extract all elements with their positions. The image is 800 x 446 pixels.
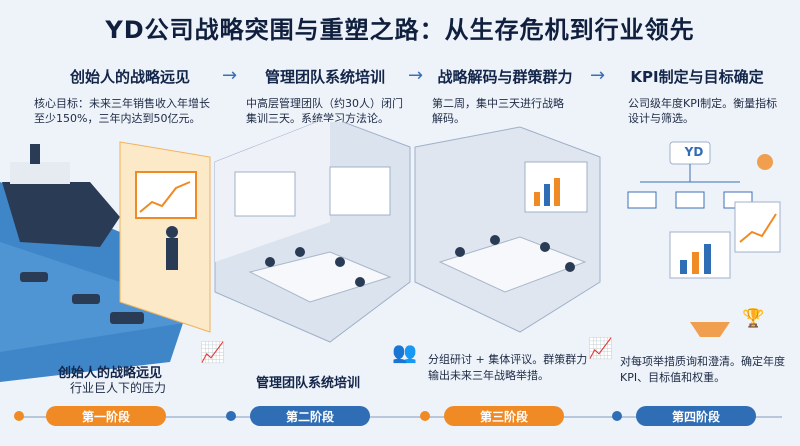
- team-icon: 👥: [392, 340, 417, 364]
- training-room: [214, 122, 411, 343]
- trophy-icon: 🏆: [742, 308, 765, 329]
- step-2-header: 管理团队系统培训: [264, 67, 385, 86]
- timeline-dot: [14, 411, 24, 421]
- ship-icon: [2, 182, 120, 247]
- growth-chart-icon: 📈: [200, 340, 225, 364]
- step-4-description: 公司级年度KPI制定。衡量指标设计与筛选。: [628, 97, 778, 125]
- arrow-right-icon: →: [408, 65, 424, 86]
- step-3-description: 第二周，集中三天进行战略解码。: [432, 97, 564, 125]
- page-title: YD公司战略突围与重塑之路：从生存危机到行业领先: [105, 16, 695, 44]
- illustration: [0, 122, 781, 382]
- stage-3-badge: 第三阶段: [444, 406, 564, 426]
- kpi-board: [627, 141, 781, 337]
- timeline-line: [18, 416, 782, 418]
- decoding-room: [414, 126, 601, 333]
- step-4-header: KPI制定与目标确定: [630, 67, 764, 86]
- step-1-description: 核心目标：未来三年销售收入年增长至少150%，三年内达到50亿元。: [34, 97, 210, 125]
- step-1-header: 创始人的战略远见: [69, 67, 190, 86]
- ship-scene: [0, 144, 200, 382]
- arrow-right-icon: →: [590, 65, 606, 86]
- arrow-right-icon: →: [222, 65, 238, 86]
- timeline-dot: [226, 411, 236, 421]
- yd-logo: YD: [684, 145, 704, 159]
- timeline-dot: [612, 411, 622, 421]
- step-3-header: 战略解码与群策群力: [437, 67, 573, 86]
- stage-2-badge: 第二阶段: [250, 406, 370, 426]
- caption-4-subtitle: 对每项举措质询和澄清。确定年度KPI、目标值和权重。: [620, 355, 785, 384]
- step-2-description: 中高层管理团队（约30人）闭门集训三天。系统学习方法论。: [246, 97, 403, 125]
- caption-1-title: 创始人的战略远见: [58, 366, 163, 381]
- caption-2-title: 管理团队系统培训: [256, 376, 361, 391]
- caption-1-subtitle: 行业巨人下的压力: [70, 381, 167, 395]
- stage-4-badge: 第四阶段: [636, 406, 756, 426]
- caption-3-subtitle: 分组研讨 + 集体评议。群策群力输出未来三年战略举措。: [428, 353, 588, 382]
- trend-chart-icon: 📈: [588, 336, 613, 360]
- founder-panel: [119, 141, 211, 333]
- timeline-dot: [420, 411, 430, 421]
- stage-1-badge: 第一阶段: [46, 406, 166, 426]
